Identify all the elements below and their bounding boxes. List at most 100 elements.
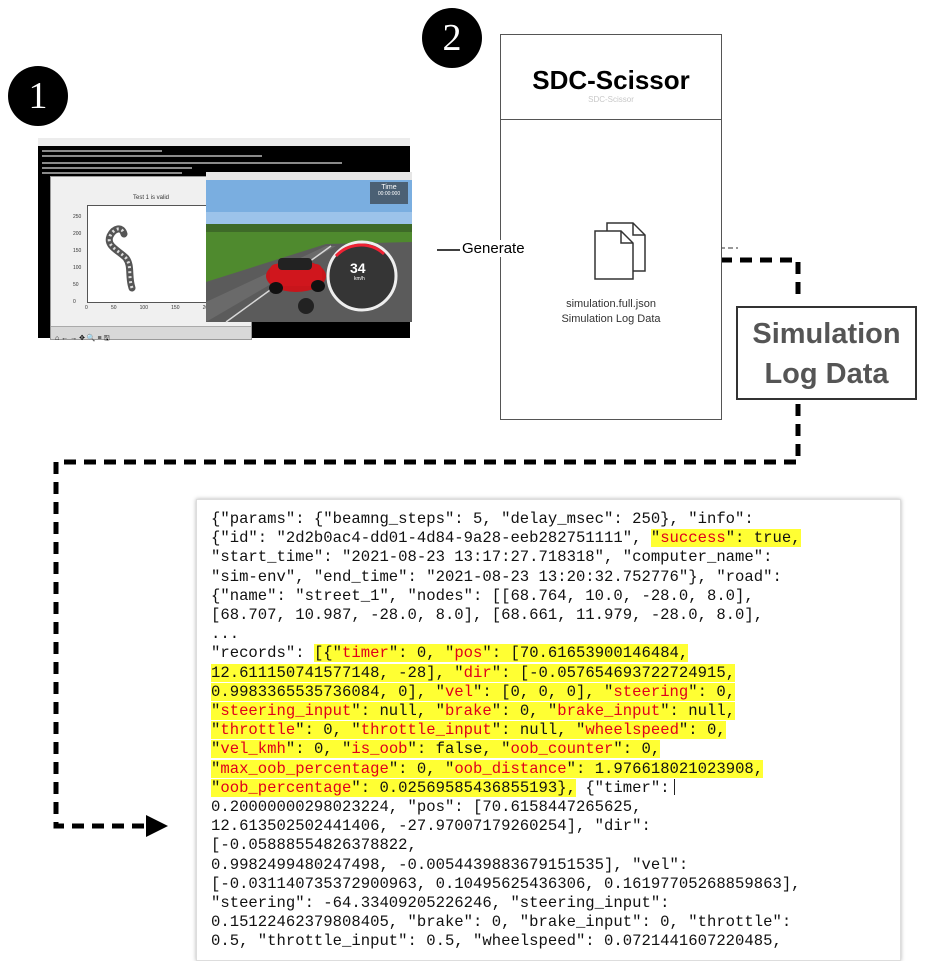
json-line: 0.15122462379808405, "brake": 0, "brake_…	[211, 913, 801, 932]
json-key: dir	[463, 663, 492, 682]
json-key: timer	[342, 644, 389, 663]
json-segment: "records":	[211, 644, 314, 663]
json-segment: [68.707, 10.987, -28.0, 8.0], [68.661, 1…	[211, 606, 764, 625]
terminal-titlebar	[38, 138, 410, 146]
callout-line-2: Log Data	[764, 358, 889, 390]
terminal-text-line	[42, 150, 162, 152]
json-line: 12.611150741577148, -28], "dir": [-0.057…	[211, 663, 801, 683]
sdc-scissor-box: SDC-Scissor SDC-Scissor simulation.full.…	[500, 34, 722, 420]
json-segment: [-0.031140735372900963, 0.10495625436306…	[211, 874, 801, 893]
y-tick-label: 200	[73, 231, 82, 237]
json-segment: 0.9982499480247498, -0.00544398836791515…	[211, 855, 689, 874]
json-segment: {"id": "2d2b0ac4-dd01-4d84-9a28-eeb28275…	[211, 529, 651, 548]
dashed-path-loop	[53, 404, 801, 829]
json-segment: 0.5, "throttle_input": 0.5, "wheelspeed"…	[211, 932, 782, 951]
json-key: brake_input	[557, 702, 661, 721]
text-cursor	[673, 778, 675, 795]
documents-icon	[594, 222, 646, 280]
json-segment: {"timer":	[575, 778, 670, 797]
json-segment: "	[211, 759, 221, 778]
json-log-text: {"params": {"beamng_steps": 5, "delay_ms…	[211, 510, 801, 952]
json-line: [-0.05888554826378822,	[211, 836, 801, 855]
json-segment: "	[211, 721, 221, 740]
json-key: vel	[444, 682, 474, 701]
x-tick-label: 150	[171, 305, 180, 311]
tool-title: SDC-Scissor	[532, 65, 690, 95]
json-segment: ": 0.02569585436855193},	[351, 778, 576, 797]
generate-label: Generate	[460, 240, 527, 257]
json-segment: {"params": {"beamng_steps": 5, "delay_ms…	[211, 510, 754, 528]
json-segment: ": 0, "	[285, 740, 352, 759]
plot-y-ticks: 250 200 150 100 50 0	[73, 209, 81, 311]
json-segment: ": null,	[660, 702, 736, 721]
terminal-text-line	[42, 162, 342, 164]
json-line: {"id": "2d2b0ac4-dd01-4d84-9a28-eeb28275…	[211, 529, 801, 548]
json-line: 0.9983365535736084, 0], "vel": [0, 0, 0]…	[211, 682, 801, 702]
json-segment: ": 0, "	[388, 644, 455, 663]
json-segment: [{"	[313, 644, 343, 663]
json-line: "steering_input": null, "brake": 0, "bra…	[211, 702, 801, 721]
step-2-badge: 2	[422, 8, 482, 68]
json-segment: 12.611150741577148, -28], "	[211, 663, 464, 682]
beamng-simulator-window: Time 00:00:000 34 km/h	[206, 172, 412, 323]
y-tick-label: 150	[73, 248, 82, 254]
json-key: wheelspeed	[585, 721, 679, 740]
json-segment: "steering": -64.33409205226246, "steerin…	[211, 894, 670, 913]
json-segment: ": 0, "	[295, 721, 361, 740]
json-line: "steering": -64.33409205226246, "steerin…	[211, 894, 801, 913]
json-segment: 12.613502502441406, -27.97007179260254],…	[211, 817, 651, 836]
json-line: 0.5, "throttle_input": 0.5, "wheelspeed"…	[211, 932, 801, 951]
file-description: Simulation Log Data	[561, 313, 661, 325]
json-key: throttle	[220, 721, 296, 740]
json-segment: "start_time": "2021-08-23 13:17:27.71831…	[211, 548, 773, 567]
json-line: "throttle": 0, "throttle_input": null, "…	[211, 721, 801, 740]
json-key: oob_distance	[454, 759, 567, 778]
callout-line-1: Simulation	[752, 318, 901, 350]
y-tick-label: 50	[73, 282, 79, 288]
json-segment: "	[650, 529, 661, 548]
plot-title: Test 1 is valid	[132, 195, 169, 201]
json-segment: 0.15122462379808405, "brake": 0, "brake_…	[211, 913, 792, 932]
json-segment: ": 0,	[613, 740, 661, 759]
dashed-arrowhead	[146, 815, 168, 837]
json-segment: ": 1.976618021023908,	[566, 759, 764, 778]
file-name: simulation.full.json	[566, 298, 656, 310]
plot-toolbar-icons: ⌂ ← → ✥ 🔍 ≡ 🖫	[55, 335, 110, 342]
json-line: [68.707, 10.987, -28.0, 8.0], [68.661, 1…	[211, 606, 801, 625]
tool-title-shadow: SDC-Scissor	[588, 95, 634, 104]
speedometer-unit: km/h	[354, 276, 365, 282]
json-segment: ": true,	[725, 529, 801, 548]
json-line: "sim-env", "end_time": "2021-08-23 13:20…	[211, 568, 801, 587]
terminal-text-line	[42, 172, 182, 174]
json-segment: ": [70.61653900146484,	[482, 644, 689, 663]
json-key: vel_kmh	[220, 740, 286, 759]
json-segment: {"name": "street_1", "nodes": [[68.764, …	[211, 586, 754, 605]
json-line: 12.613502502441406, -27.97007179260254],…	[211, 817, 801, 836]
json-segment: ": null, "	[491, 721, 586, 740]
json-line: ...	[211, 625, 801, 644]
step-1-badge: 1	[8, 66, 68, 126]
terminal-text-line	[42, 167, 192, 169]
json-log-card: {"params": {"beamng_steps": 5, "delay_ms…	[196, 499, 901, 961]
json-line: "vel_kmh": 0, "is_oob": false, "oob_coun…	[211, 740, 801, 759]
plot-toolbar: ⌂ ← → ✥ 🔍 ≡ 🖫	[51, 326, 251, 342]
json-segment: "sim-env", "end_time": "2021-08-23 13:20…	[211, 567, 782, 586]
sim-time-label: Time	[381, 184, 397, 191]
json-line: "records": [{"timer": 0, "pos": [70.6165…	[211, 644, 801, 663]
json-segment: ": 0,	[688, 682, 736, 701]
json-segment: ": [0, 0, 0], "	[473, 682, 614, 701]
json-segment: ": null, "	[351, 702, 445, 721]
y-tick-label: 250	[73, 214, 82, 220]
json-key: brake	[444, 702, 492, 721]
json-key: steering	[613, 682, 689, 701]
json-segment: "	[211, 702, 221, 721]
json-segment: 0.9983365535736084, 0], "	[211, 682, 445, 701]
x-tick-label: 50	[110, 305, 117, 311]
x-tick-label: 0	[85, 305, 88, 311]
json-key: oob_counter	[510, 740, 614, 759]
x-tick-label: 100	[139, 305, 148, 311]
road-shape	[105, 225, 136, 292]
simulation-screenshot: Test 1 is valid 250 200 150 100 50 0 0 5…	[38, 138, 412, 342]
simulation-log-data-callout: Simulation Log Data	[736, 306, 917, 400]
json-key: success	[660, 529, 726, 548]
